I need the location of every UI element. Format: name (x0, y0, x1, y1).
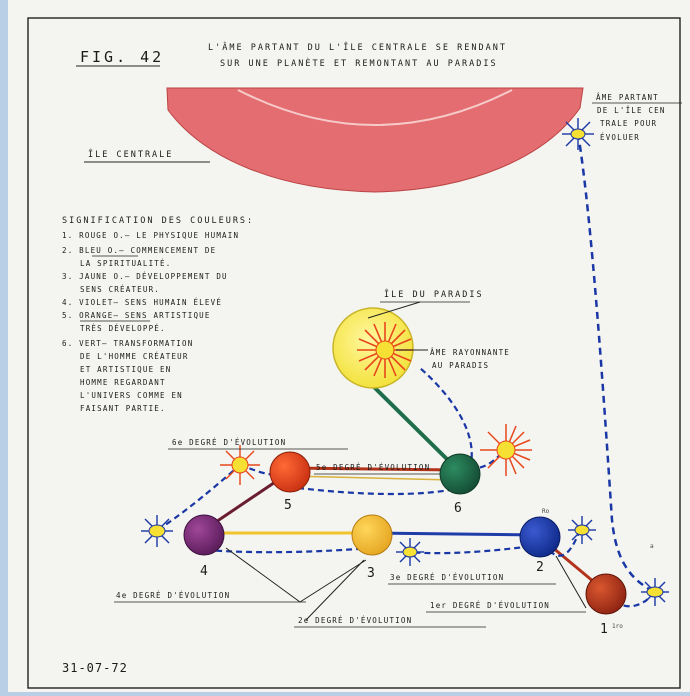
legend-title: SIGNIFICATION DES COULEURS: (62, 216, 254, 226)
legend-line-2: 2. BLEU O.— COMMENCEMENT DE (62, 246, 216, 255)
soul-burst-ile (562, 118, 594, 150)
soul-burst-4 (141, 515, 173, 547)
planet-number-2: 2 (536, 560, 544, 575)
ile-paradis-label: ÎLE DU PARADIS (384, 288, 484, 300)
small-mark-2: Ro (542, 508, 550, 515)
ame-partant-line-1: ÂME PARTANT (596, 93, 659, 102)
planet-6-vert (440, 454, 480, 494)
legend-line-5: SENS CRÉATEUR. (80, 285, 160, 294)
ame-rayonnante-line-2: AU PARADIS (432, 361, 489, 370)
ame-partant-line-2: DE L'ÎLE CEN (597, 106, 666, 115)
soul-burst-1 (641, 578, 669, 606)
small-mark-1: 1ro (612, 623, 623, 630)
degree-label-6: 6e DEGRÉ D'ÉVOLUTION (172, 438, 286, 447)
line-3-2 (372, 533, 540, 535)
legend-line-3: LA SPIRITUALITÉ. (80, 259, 171, 268)
legend-line-12: HOMME REGARDANT (80, 378, 166, 387)
legend-line-10: DE L'HOMME CRÉATEUR (80, 352, 189, 361)
degree-label-3: 3e DEGRÉ D'ÉVOLUTION (390, 573, 504, 582)
planet-number-1: 1 (600, 622, 608, 637)
caption-line-1: L'ÂME PARTANT DU L'ÎLE CENTRALE SE RENDA… (208, 41, 507, 53)
degree-label-4: 4e DEGRÉ D'ÉVOLUTION (116, 591, 230, 600)
soul-burst-3 (396, 538, 424, 566)
degree-label-1: 1er DEGRÉ D'ÉVOLUTION (430, 601, 550, 610)
planet-3-jaune (352, 515, 392, 555)
figure-label: FIG. 42 (80, 48, 164, 66)
planet-number-6: 6 (454, 501, 462, 516)
legend-line-8: TRÈS DÉVELOPPÉ. (80, 324, 166, 333)
planet-5-orange (270, 452, 310, 492)
legend-line-9: 6. VERT— TRANSFORMATION (62, 339, 193, 348)
legend-line-13: L'UNIVERS COMME EN (80, 391, 183, 400)
planet-2-bleu (520, 517, 560, 557)
soul-burst-2 (568, 516, 596, 544)
planet-number-3: 3 (367, 566, 375, 581)
legend-line-14: FAISANT PARTIE. (80, 404, 166, 413)
legend-line-1: 1. ROUGE O.— LE PHYSIQUE HUMAIN (62, 231, 239, 240)
planet-4-violet (184, 515, 224, 555)
planet-number-5: 5 (284, 498, 292, 513)
legend-line-7: 5. ORANGE— SENS ARTISTIQUE (62, 311, 211, 320)
legend-line-11: ET ARTISTIQUE EN (80, 365, 171, 374)
ame-partant-line-4: ÉVOLUER (600, 133, 640, 142)
small-mark-a: a (650, 543, 654, 550)
planet-number-4: 4 (200, 564, 208, 579)
ile-centrale-label: ÎLE CENTRALE (88, 148, 173, 160)
caption-line-2: SUR UNE PLANÈTE ET REMONTANT AU PARADIS (220, 57, 498, 69)
legend-line-6: 4. VIOLET— SENS HUMAIN ÉLEVÉ (62, 298, 222, 307)
figure-date: 31-07-72 (62, 661, 128, 675)
ile-du-paradis (333, 308, 413, 388)
soul-burst-5 (220, 445, 260, 485)
legend-line-4: 3. JAUNE O.— DÉVELOPPEMENT DU (62, 272, 228, 281)
ame-rayonnante-line-1: ÂME RAYONNANTE (430, 348, 510, 357)
planet-1-rouge (586, 574, 626, 614)
degree-label-5: 5e DEGRÉ D'ÉVOLUTION (316, 463, 430, 472)
degree-label-2: 2e DEGRÉ D'ÉVOLUTION (298, 616, 412, 625)
ame-partant-line-3: TRALE POUR (600, 119, 657, 128)
